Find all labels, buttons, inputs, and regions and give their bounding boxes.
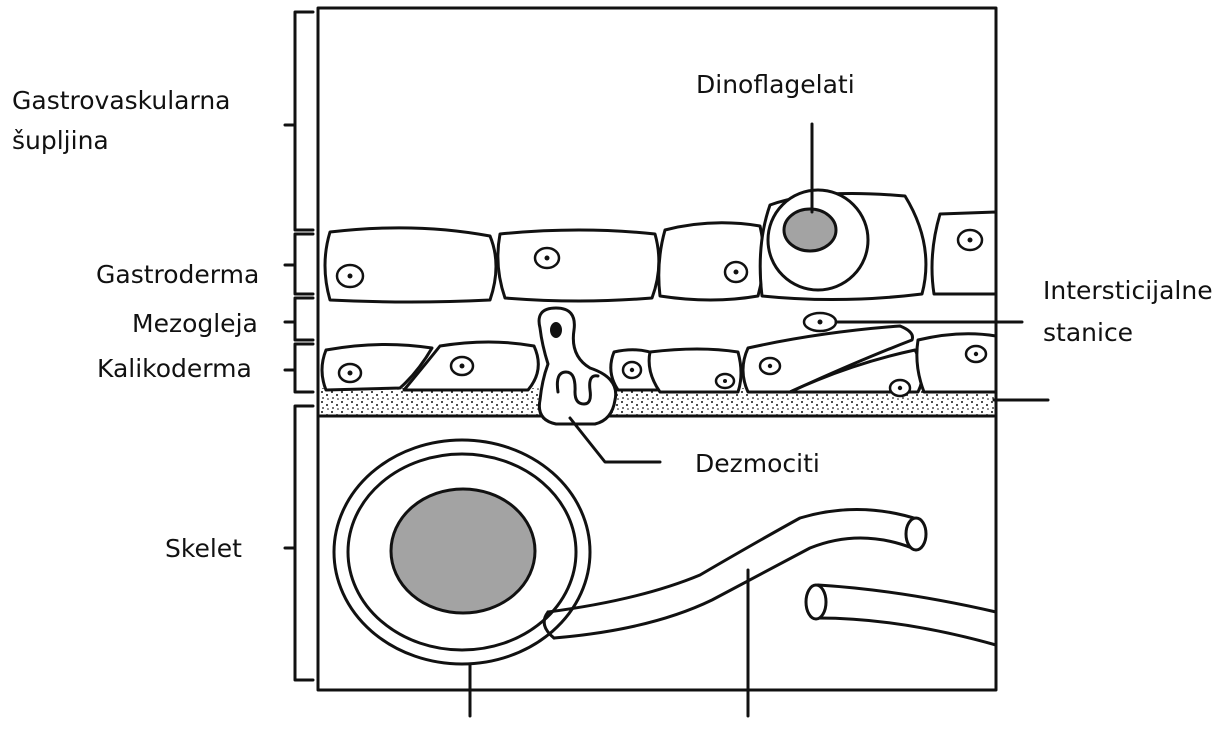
label-desmocytes: Dezmociti	[695, 445, 820, 483]
label-calicoderm: Kalikoderma	[97, 350, 252, 388]
bracket-skeleton	[285, 406, 313, 680]
desmocyte-cell	[539, 308, 616, 424]
calicoderm-cell	[917, 334, 996, 392]
bracket-calicoderm	[285, 344, 313, 392]
bracket-mesoglea	[285, 298, 313, 340]
bracket-gastrovascular	[285, 12, 313, 230]
bracket-gastroderm	[285, 234, 313, 294]
gastroderm-cell	[498, 230, 659, 301]
label-skeleton: Skelet	[165, 530, 242, 568]
label-interstitial-cells-line1: Intersticijalne	[1043, 272, 1213, 310]
label-dinoflagellates: Dinoflagelati	[696, 66, 855, 104]
gastroderm-cell	[932, 212, 996, 294]
brackets	[285, 12, 313, 680]
skeleton-elements	[334, 440, 996, 664]
gastroderm-layer	[325, 190, 996, 302]
skeleton-fiber-straight	[818, 585, 996, 612]
dinoflagellate-cell	[784, 209, 836, 251]
gastroderm-cell	[659, 223, 764, 300]
label-gastrovascular-cavity-line2: šupljina	[12, 122, 109, 160]
label-gastroderm: Gastroderma	[96, 256, 259, 294]
label-gastrovascular-cavity-line1: Gastrovaskularna	[12, 82, 231, 120]
label-interstitial-cells-line2: stanice	[1043, 314, 1133, 352]
desmocyte	[539, 308, 616, 424]
skeleton-fiber-tip	[806, 585, 826, 619]
skeleton-fiber-straight	[818, 618, 996, 645]
skeleton-fiber-tip	[906, 518, 926, 550]
skeleton-fiber-curved	[548, 509, 920, 612]
skeleton-crystal	[391, 489, 535, 613]
calicoderm-layer	[322, 326, 996, 396]
desmocyte-nucleus	[550, 322, 562, 338]
label-mesoglea: Mezogleja	[132, 305, 258, 343]
